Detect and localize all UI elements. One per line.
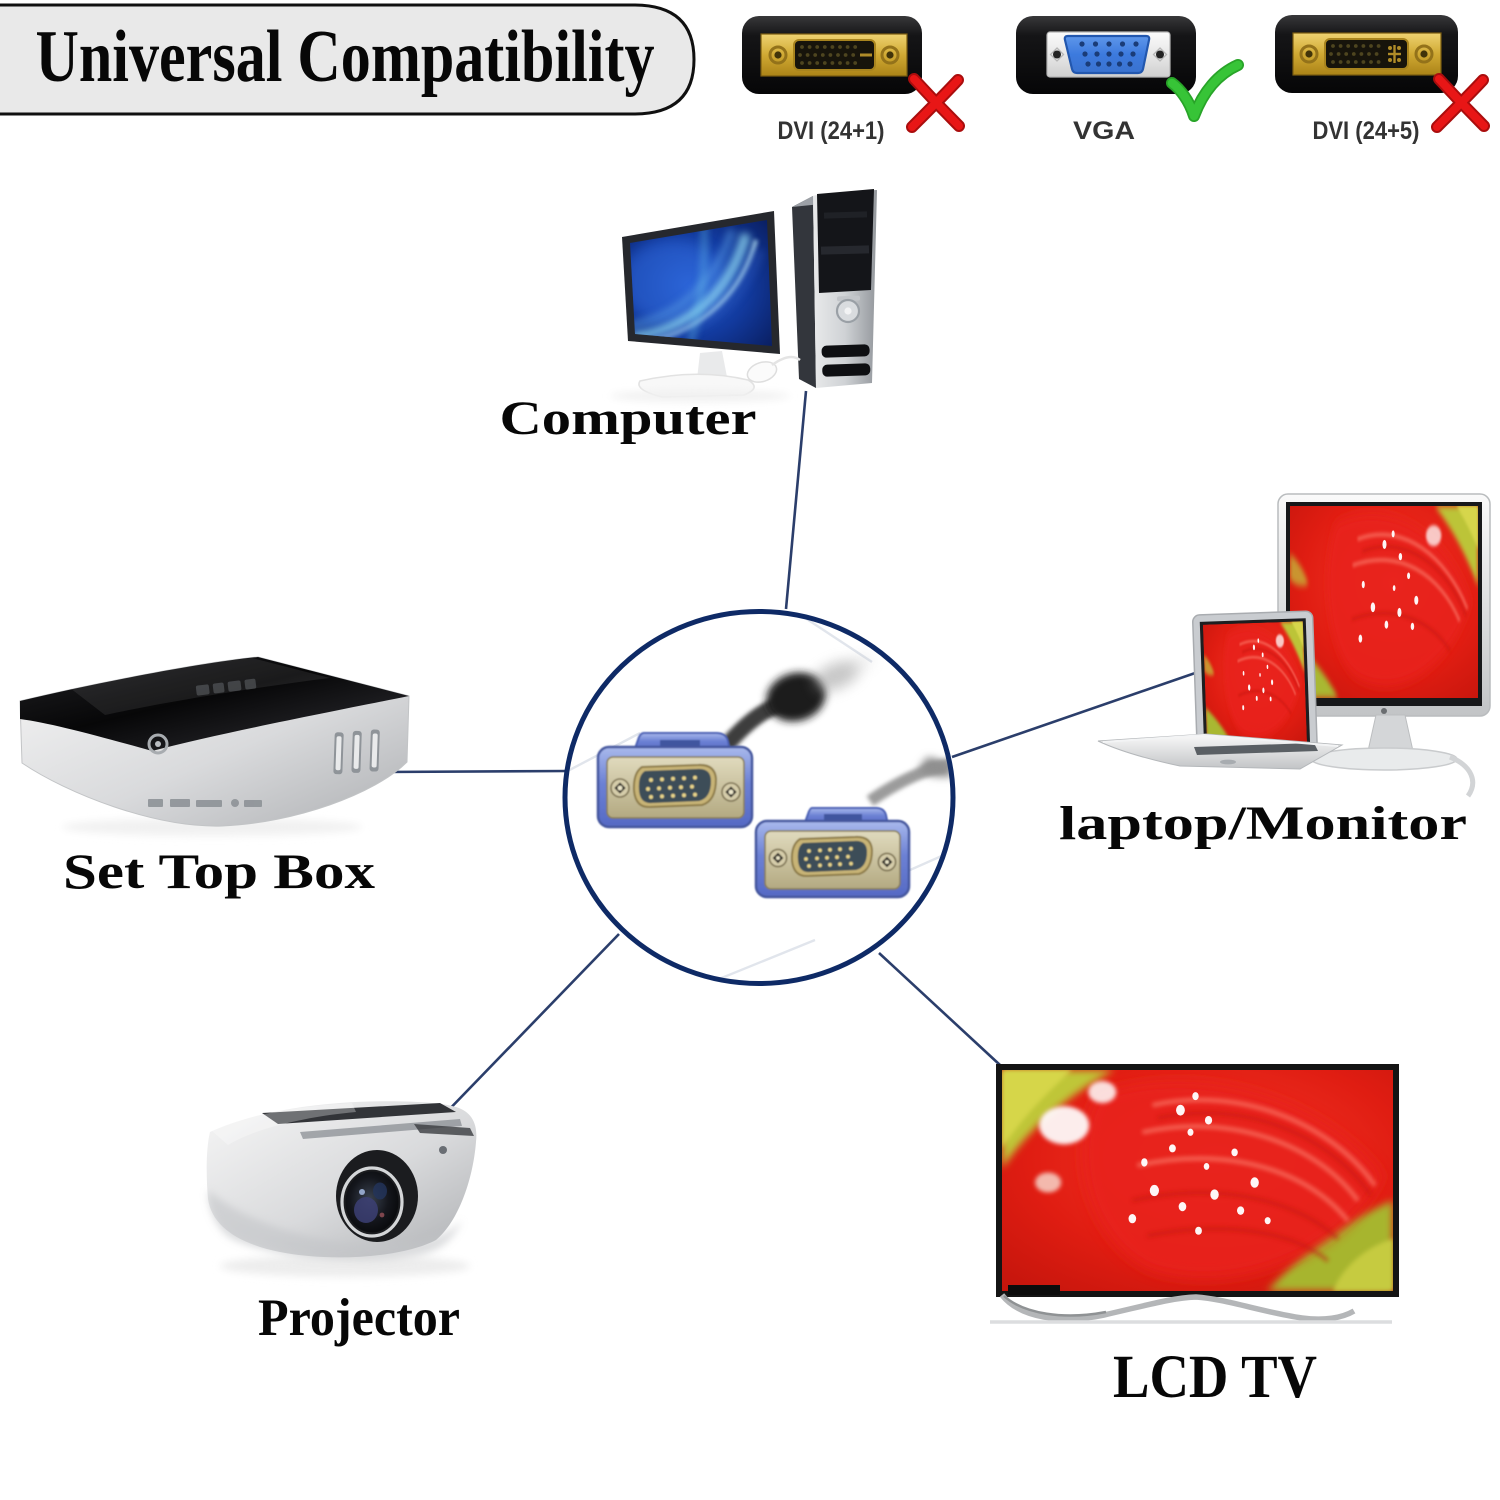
svg-text:laptop/Monitor: laptop/Monitor: [1059, 797, 1467, 850]
svg-text:Set Top Box: Set Top Box: [63, 843, 375, 899]
svg-text:DVI (24+5): DVI (24+5): [1313, 117, 1420, 145]
svg-text:LCD TV: LCD TV: [1113, 1344, 1317, 1411]
svg-text:Computer: Computer: [500, 392, 757, 445]
svg-text:VGA: VGA: [1073, 117, 1135, 145]
svg-text:DVI (24+1): DVI (24+1): [778, 117, 885, 145]
svg-text:Projector: Projector: [258, 1289, 460, 1347]
svg-text:Universal Compatibility: Universal Compatibility: [36, 16, 655, 98]
